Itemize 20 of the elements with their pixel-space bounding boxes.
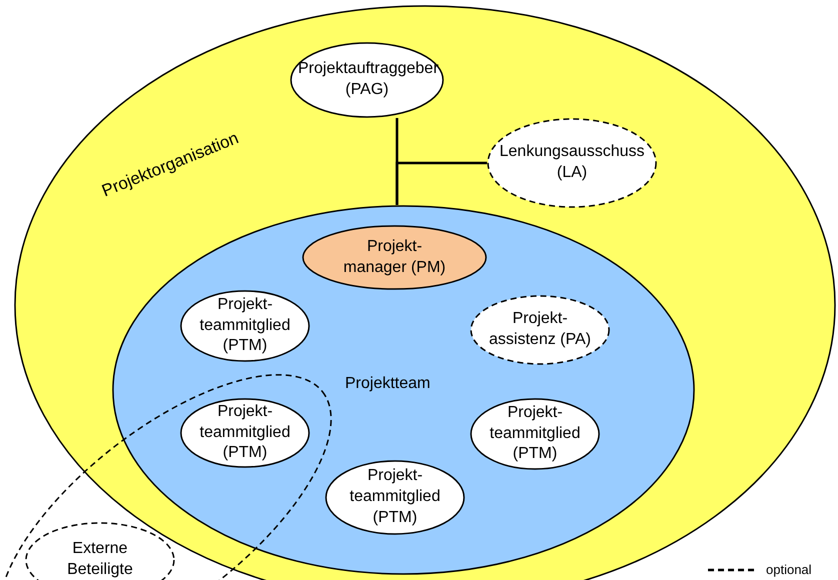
node-label: Lenkungsausschuss (LA) (498, 142, 646, 183)
role-ellipse (290, 42, 444, 118)
node-label: Projekt- teammitglied (PTM) (198, 402, 292, 464)
team-label: Projektteam (345, 374, 430, 394)
role-ellipse (180, 290, 310, 362)
node-label: Projekt- manager (PM) (342, 236, 447, 278)
node-label: Externe Beteiligte (66, 539, 134, 580)
node-label: Projekt- assistenz (PA) (488, 309, 592, 350)
node-label: Projekt- teammitglied (PTM) (488, 402, 582, 464)
node-label: Projekt- teammitglied (PTM) (198, 294, 292, 356)
role-ellipse (180, 398, 310, 468)
legend-label: optional (766, 561, 812, 579)
dashed-role-ellipse (487, 118, 657, 208)
node-label: Projekt- teammitglied (PTM) (348, 466, 442, 528)
role-ellipse (470, 398, 600, 470)
role-ellipse (325, 460, 465, 535)
connector-line (396, 162, 487, 206)
node-label: Projektauftraggeber (PAG) (298, 59, 436, 100)
role-ellipse (302, 225, 487, 290)
dashed-role-ellipse (470, 295, 610, 365)
